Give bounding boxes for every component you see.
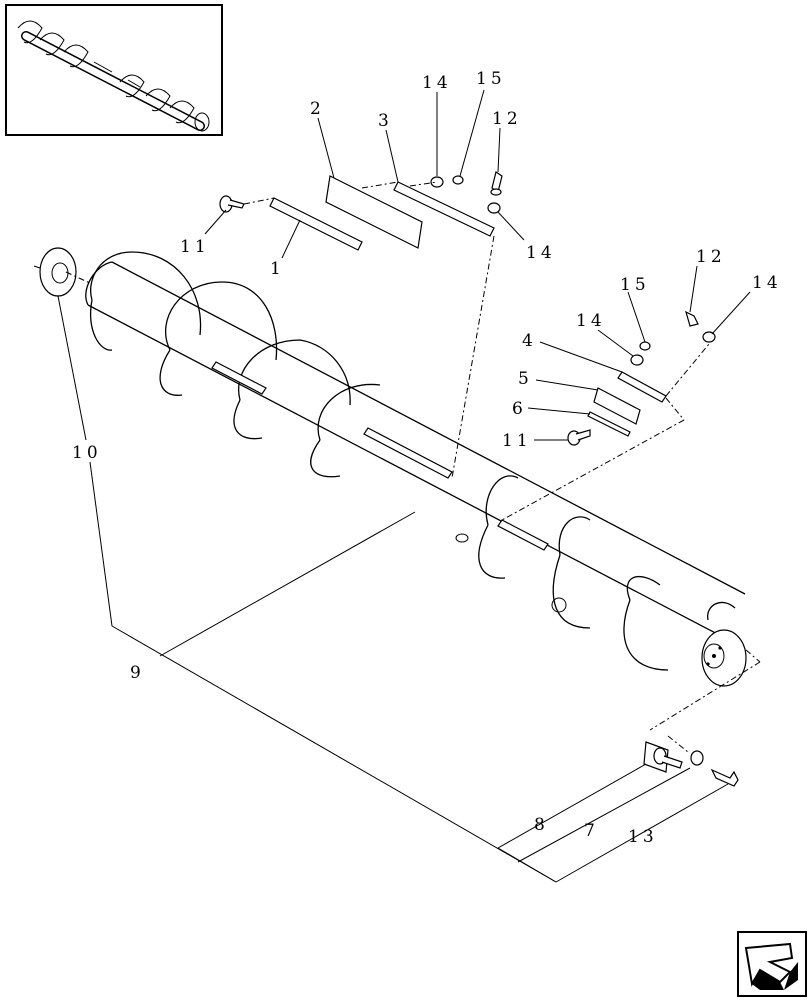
auger-flighting bbox=[90, 251, 736, 671]
callout-9: 9 bbox=[130, 663, 145, 683]
callout-15-top: 15 bbox=[476, 69, 506, 89]
callout-11-right: 11 bbox=[502, 431, 532, 451]
callout-12-top: 12 bbox=[492, 109, 522, 129]
callout-14-lower: 14 bbox=[576, 311, 606, 331]
callout-2: 2 bbox=[310, 99, 325, 119]
callout-10: 10 bbox=[72, 443, 102, 463]
part-4-strip bbox=[617, 371, 667, 403]
callout-12-right: 12 bbox=[696, 247, 726, 267]
callout-14-mid: 14 bbox=[526, 243, 556, 263]
part-1-strip bbox=[269, 197, 363, 251]
leader-lines bbox=[57, 89, 751, 883]
callout-4: 4 bbox=[522, 331, 537, 351]
callout-14-right: 14 bbox=[752, 273, 782, 293]
part-2-paddle bbox=[325, 175, 423, 249]
callout-8: 8 bbox=[534, 815, 549, 835]
end-disc bbox=[33, 247, 77, 297]
callout-6: 6 bbox=[512, 399, 527, 419]
callout-14-top: 14 bbox=[422, 73, 452, 93]
part-5-paddle bbox=[593, 387, 641, 425]
callout-11-left: 11 bbox=[180, 237, 210, 257]
auger-thumbnail-icon[interactable] bbox=[5, 4, 223, 136]
callout-5: 5 bbox=[518, 369, 533, 389]
assembly-lines bbox=[65, 181, 761, 753]
callout-3: 3 bbox=[378, 111, 393, 131]
auger-tube bbox=[85, 261, 747, 687]
callout-15-right: 15 bbox=[620, 275, 650, 295]
bearing-assembly bbox=[643, 741, 739, 787]
callout-1: 1 bbox=[270, 259, 285, 279]
back-arrow-icon[interactable] bbox=[737, 931, 807, 997]
part-6-blade bbox=[587, 411, 631, 437]
callout-13: 13 bbox=[628, 827, 658, 847]
part-3-strip bbox=[393, 181, 495, 237]
tube-slots bbox=[211, 361, 549, 551]
callout-labels: 2 3 14 15 12 11 1 14 12 15 14 14 4 5 6 1… bbox=[72, 69, 782, 847]
callout-7: 7 bbox=[584, 821, 599, 841]
